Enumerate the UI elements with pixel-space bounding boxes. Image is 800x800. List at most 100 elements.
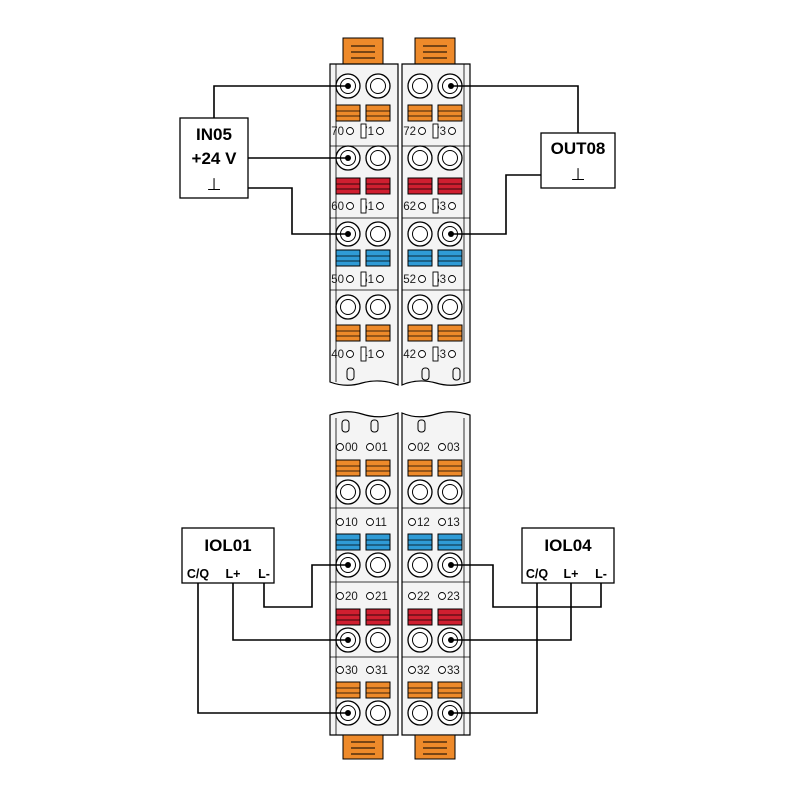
terminal-label: 31 <box>366 665 388 677</box>
terminal-clamp[interactable] <box>407 627 433 653</box>
terminal-label: 02 <box>408 442 430 454</box>
push-button-red[interactable] <box>365 608 391 626</box>
terminal-clamp[interactable] <box>437 479 463 505</box>
push-button-blue[interactable] <box>335 533 361 551</box>
terminal-number: 13 <box>447 517 460 529</box>
push-button-orange[interactable] <box>365 459 391 477</box>
push-button-blue[interactable] <box>407 249 433 267</box>
terminal-clamp[interactable] <box>437 294 463 320</box>
wire-iol04-cq <box>451 583 538 714</box>
push-button-red[interactable] <box>335 177 361 195</box>
iol01-pin-lplus: L+ <box>226 567 241 581</box>
push-button-red[interactable] <box>365 177 391 195</box>
push-button-red[interactable] <box>437 608 463 626</box>
terminal-clamp[interactable] <box>365 73 391 99</box>
push-button-red[interactable] <box>407 177 433 195</box>
wire-out08-signal <box>451 174 541 235</box>
bottom-latch-left <box>342 734 384 760</box>
push-button-orange[interactable] <box>407 459 433 477</box>
terminal-clamp[interactable] <box>407 294 433 320</box>
wire-in05-ground <box>248 187 348 235</box>
terminal-number: 42 <box>403 349 416 361</box>
wire-iol01-cq <box>197 583 348 714</box>
wire-iol01-lplus <box>232 583 348 641</box>
terminal-label: 70 <box>331 126 354 138</box>
iol04-pin-cq: C/Q <box>526 567 549 581</box>
terminal-clamp[interactable] <box>407 700 433 726</box>
push-button-orange[interactable] <box>365 324 391 342</box>
wire-iol04-lminus <box>451 564 602 608</box>
label-separator <box>360 346 367 362</box>
push-button-orange[interactable] <box>365 681 391 699</box>
terminal-label: 13 <box>438 517 460 529</box>
terminal-number: 60 <box>331 201 344 213</box>
terminal-clamp[interactable] <box>365 700 391 726</box>
in05-ground-symbol: ⊥ <box>207 175 222 195</box>
terminal-number: 32 <box>417 665 430 677</box>
terminal-label: 30 <box>336 665 358 677</box>
terminal-clamp[interactable] <box>407 73 433 99</box>
wire-junctions <box>345 83 454 716</box>
terminal-number: 22 <box>417 591 430 603</box>
push-button-orange[interactable] <box>437 324 463 342</box>
terminal-clamp[interactable] <box>335 479 361 505</box>
push-button-red[interactable] <box>335 608 361 626</box>
iol01-pin-cq: C/Q <box>187 567 210 581</box>
top-latch-left <box>342 37 384 65</box>
push-button-red[interactable] <box>407 608 433 626</box>
terminal-label: 42 <box>403 349 426 361</box>
terminal-clamp[interactable] <box>365 479 391 505</box>
terminal-clamp[interactable] <box>407 552 433 578</box>
push-button-orange[interactable] <box>335 459 361 477</box>
push-button-orange[interactable] <box>437 681 463 699</box>
push-button-orange[interactable] <box>437 459 463 477</box>
in05-name: IN05 <box>196 125 232 144</box>
push-button-blue[interactable] <box>365 249 391 267</box>
wire-iol04-lplus <box>451 583 572 641</box>
push-button-blue[interactable] <box>407 533 433 551</box>
push-button-orange[interactable] <box>365 104 391 122</box>
out08-ground-symbol: ⊥ <box>571 165 586 185</box>
push-button-orange[interactable] <box>407 104 433 122</box>
terminal-clamp[interactable] <box>407 145 433 171</box>
iol01-pin-lminus: L- <box>258 567 270 581</box>
push-button-blue[interactable] <box>365 533 391 551</box>
terminal-label: 12 <box>408 517 430 529</box>
terminal-label: 33 <box>438 665 460 677</box>
terminal-clamp[interactable] <box>365 627 391 653</box>
terminal-number: 10 <box>345 517 358 529</box>
push-button-red[interactable] <box>437 177 463 195</box>
iol04-pin-lminus: L- <box>595 567 607 581</box>
terminal-clamp[interactable] <box>407 221 433 247</box>
terminal-clamp[interactable] <box>365 294 391 320</box>
terminal-clamp[interactable] <box>437 145 463 171</box>
push-button-orange[interactable] <box>335 681 361 699</box>
push-button-orange[interactable] <box>335 324 361 342</box>
out08-name: OUT08 <box>551 139 606 158</box>
push-button-blue[interactable] <box>335 249 361 267</box>
push-button-blue[interactable] <box>437 249 463 267</box>
terminal-clamp[interactable] <box>365 221 391 247</box>
terminal-label: 32 <box>408 665 430 677</box>
terminal-number: 50 <box>331 274 344 286</box>
label-separator <box>432 123 439 139</box>
push-button-orange[interactable] <box>407 681 433 699</box>
terminal-label: 60 <box>331 201 354 213</box>
terminal-label: 72 <box>403 126 426 138</box>
push-button-orange[interactable] <box>437 104 463 122</box>
device-in05: IN05 +24 V ⊥ <box>179 117 249 199</box>
terminal-clamp[interactable] <box>365 552 391 578</box>
terminal-clamp[interactable] <box>365 145 391 171</box>
label-separator <box>360 123 367 139</box>
push-button-orange[interactable] <box>407 324 433 342</box>
terminal-number: 01 <box>375 442 388 454</box>
bottom-latch-right <box>414 734 456 760</box>
push-button-blue[interactable] <box>437 533 463 551</box>
iol04-pin-lplus: L+ <box>564 567 579 581</box>
terminal-clamp[interactable] <box>335 294 361 320</box>
push-button-orange[interactable] <box>335 104 361 122</box>
terminal-clamp[interactable] <box>407 479 433 505</box>
terminal-number: 52 <box>403 274 416 286</box>
terminal-number: 33 <box>447 665 460 677</box>
